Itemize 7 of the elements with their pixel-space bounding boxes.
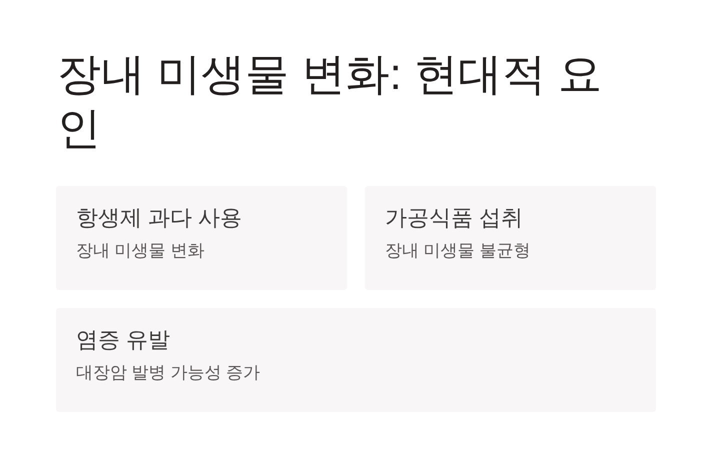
title: 장내 미생물 변화: 현대적 요인 — [57, 49, 604, 155]
card-heading: 가공식품 섭취 — [385, 204, 524, 232]
card-description: 장내 미생물 변화 — [76, 240, 204, 262]
card-heading: 염증 유발 — [76, 326, 170, 354]
card-description: 대장암 발병 가능성 증가 — [76, 362, 260, 384]
card-heading: 항생제 과다 사용 — [76, 204, 242, 232]
card-description: 장내 미생물 불균형 — [385, 240, 530, 262]
